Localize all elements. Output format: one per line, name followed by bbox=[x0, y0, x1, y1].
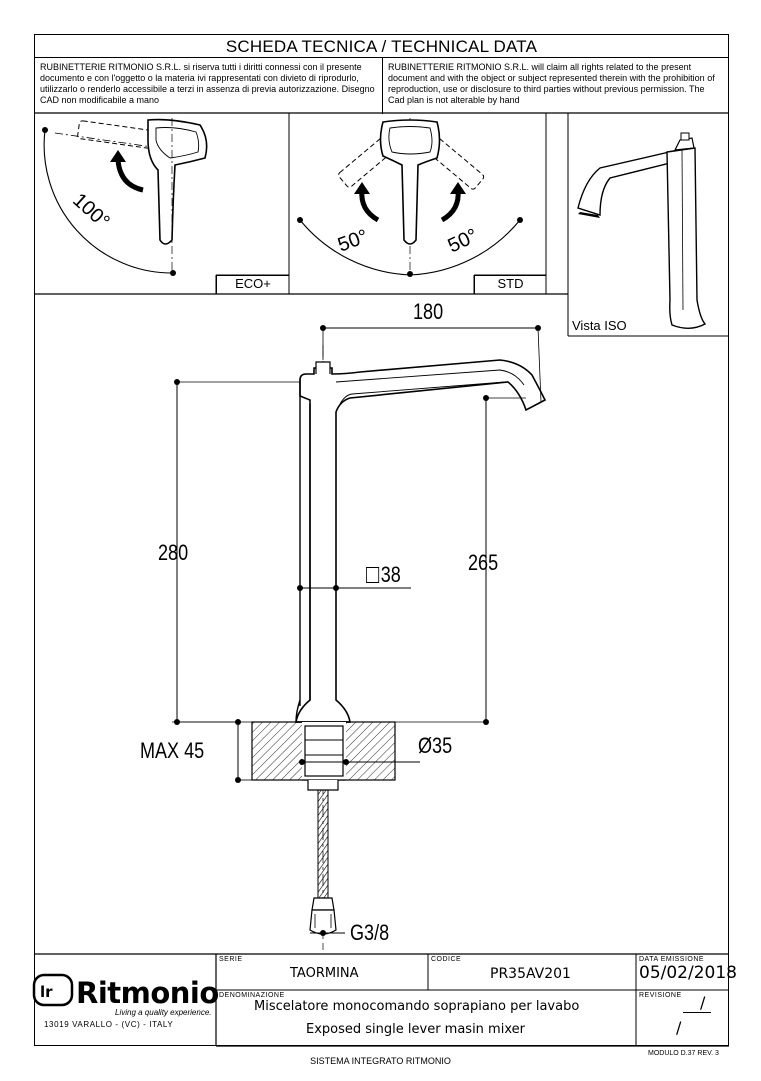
dim-max-45: MAX 45 bbox=[140, 738, 205, 763]
copyright-notice-en: RUBINETTERIE RITMONIO S.R.L. will claim … bbox=[388, 62, 715, 105]
data-emissione-label: DATA EMISSIONE bbox=[639, 956, 705, 963]
dim-body-square-38: 38 bbox=[366, 562, 401, 588]
revisione-value: / bbox=[700, 993, 706, 1012]
copyright-notice-it: RUBINETTERIE RITMONIO S.R.L. si riserva … bbox=[35, 58, 383, 114]
dim-body-square-value: 38 bbox=[380, 562, 401, 587]
technical-sheet: SCHEDA TECNICA / TECHNICAL DATA RUBINETT… bbox=[34, 34, 729, 1046]
dim-connection-g38: G3/8 bbox=[350, 920, 390, 945]
footer-module: MODULO D.37 REV. 3 bbox=[648, 1050, 719, 1057]
codice-label: CODICE bbox=[431, 956, 462, 963]
square-symbol-icon bbox=[366, 567, 380, 583]
revisione-underline bbox=[683, 1012, 711, 1013]
serie-value: TAORMINA bbox=[290, 966, 359, 981]
data-emissione-value: 05/02/2018 bbox=[639, 963, 737, 983]
denominazione-en: Exposed single lever masin mixer bbox=[306, 1022, 525, 1037]
denominazione-label: DENOMINAZIONE bbox=[219, 992, 285, 999]
brand-address: 13019 VARALLO - (VC) - ITALY bbox=[44, 1020, 174, 1029]
brand-tagline: Living a quality experience. bbox=[115, 1008, 212, 1017]
dim-width-180: 180 bbox=[413, 299, 444, 324]
brand-wordmark: Ritmonio bbox=[76, 976, 219, 1010]
revisione-label: REVISIONE bbox=[639, 992, 682, 999]
codice-value: PR35AV201 bbox=[490, 966, 571, 982]
dim-height-280: 280 bbox=[158, 540, 189, 565]
dim-spout-265: 265 bbox=[468, 550, 499, 575]
revisione-value-2: / bbox=[676, 1018, 682, 1037]
dim-hole-35: Ø35 bbox=[418, 733, 453, 758]
std-panel-drawing bbox=[297, 118, 546, 294]
serie-label: SERIE bbox=[219, 956, 243, 963]
title-block-lines bbox=[34, 953, 729, 1047]
ritmonio-logo-mark: lr bbox=[32, 973, 74, 1007]
denominazione-it: Miscelatore monocomando soprapiano per l… bbox=[254, 999, 580, 1014]
sheet-title: SCHEDA TECNICA / TECHNICAL DATA bbox=[35, 35, 728, 58]
svg-text:lr: lr bbox=[40, 983, 53, 1001]
main-elevation-drawing bbox=[172, 325, 547, 950]
iso-view-label: Vista ISO bbox=[572, 318, 627, 333]
iso-view-drawing bbox=[577, 132, 707, 329]
footer-system: SISTEMA INTEGRATO RITMONIO bbox=[310, 1056, 451, 1066]
std-label: STD bbox=[474, 275, 546, 294]
eco-plus-label: ECO+ bbox=[216, 275, 289, 294]
